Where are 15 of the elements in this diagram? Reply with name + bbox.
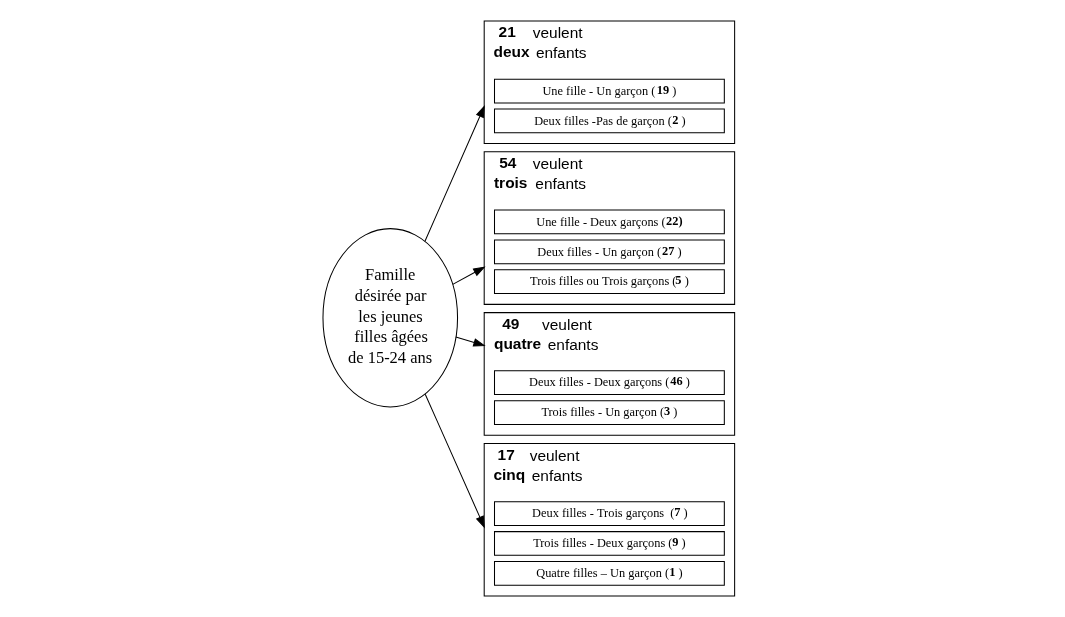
node-box: Une fille - Un garçon (19) (493, 78, 725, 104)
node-box: Deux filles - Un garçon (27) (493, 239, 725, 265)
node-box: Quatre filles – Un garçon (1) (493, 561, 725, 586)
arrow (423, 105, 485, 242)
arrow (451, 266, 486, 285)
node-box: Trois filles ou Trois garçons (5) (493, 269, 725, 295)
node-box: Deux filles - Trois garçons (7) (493, 501, 725, 526)
node-box: Deux filles -Pas de garçon (2) (493, 108, 725, 134)
node-ellipse: Famille désirée par les jeunes filles âgées de 15-24 ans (321, 228, 458, 408)
node-box: Trois filles - Deux garçons (9) (493, 531, 725, 556)
node-box: Deux filles - Deux garçons (46) (493, 370, 725, 396)
arrow (424, 393, 485, 529)
node-box: Une fille - Deux garçons (22) (493, 209, 725, 235)
node-box: Trois filles - Un garçon (3) (493, 400, 725, 425)
arrow (454, 336, 486, 347)
